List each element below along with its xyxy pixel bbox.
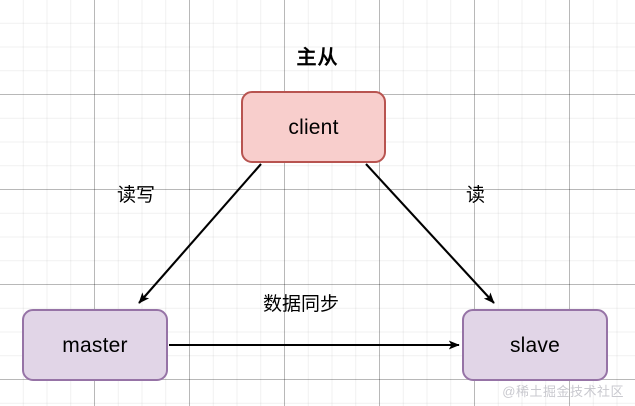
edge-client-to-master [138, 163, 262, 304]
node-master[interactable]: master [22, 309, 168, 381]
node-master-label: master [62, 333, 128, 357]
diagram-title: 主从 [296, 47, 339, 69]
edge-label-read: 读 [466, 185, 486, 206]
node-slave[interactable]: slave [462, 309, 608, 381]
watermark: @稀土掘金技术社区 [502, 384, 624, 399]
node-client-label: client [288, 115, 339, 139]
node-slave-label: slave [509, 333, 561, 357]
edge-label-data-sync: 数据同步 [263, 294, 340, 315]
node-client[interactable]: client [241, 91, 386, 163]
edge-label-read-write: 读写 [117, 185, 156, 206]
